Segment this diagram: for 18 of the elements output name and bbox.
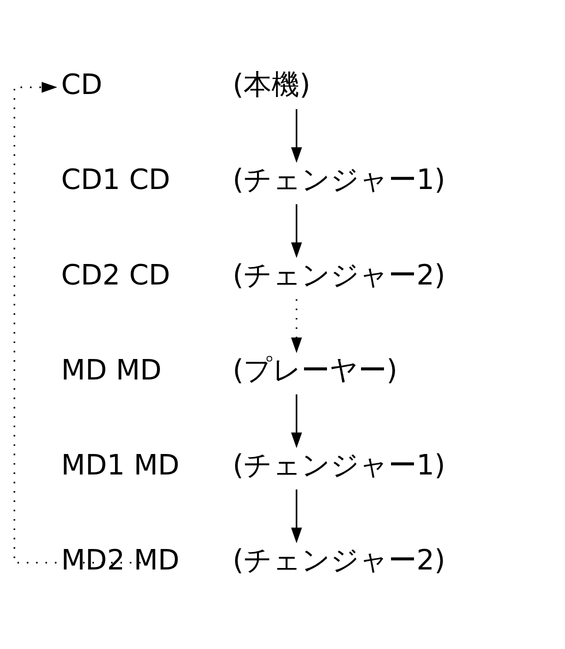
arrow xyxy=(291,298,302,353)
arrow xyxy=(291,488,302,543)
arrow xyxy=(14,81,141,563)
node-text: CD1 CD xyxy=(61,162,170,196)
node-text: MD MD xyxy=(61,352,162,386)
arrow xyxy=(291,204,302,258)
node-text: MD1 MD xyxy=(61,448,180,481)
node-text: CD2 CD xyxy=(61,258,170,291)
node-label: (チェンジャー1) xyxy=(232,162,446,196)
node-label: (チェンジャー1) xyxy=(232,448,446,481)
node-text: CD xyxy=(61,68,102,101)
node-label: (本機) xyxy=(232,68,311,101)
arrow xyxy=(291,394,302,448)
node-label: (プレーヤー) xyxy=(232,352,398,386)
node-label: (チェンジャー2) xyxy=(232,258,446,291)
node-label: (チェンジャー2) xyxy=(232,543,446,576)
node-text: MD2 MD xyxy=(61,543,180,576)
arrow xyxy=(291,108,302,162)
